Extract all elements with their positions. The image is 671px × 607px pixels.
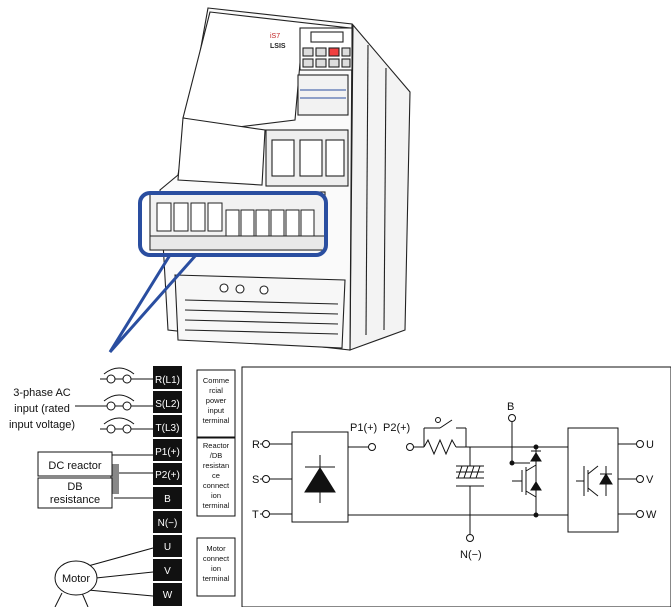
motor-label-4: terminal	[203, 574, 230, 583]
terminal-s: S(L2)	[155, 399, 179, 410]
schematic-r-label: R	[252, 439, 260, 451]
terminal-t: T(L3)	[156, 423, 180, 434]
reactor-label-3: resistan	[203, 461, 229, 470]
motor-wiring	[54, 547, 154, 607]
terminal-group-labels: Comme rcial power input terminal Reactor…	[196, 369, 236, 597]
terminal-p1: P1(+)	[155, 447, 180, 458]
motor-label-2: connect	[203, 554, 230, 563]
reactor-label-7: terminal	[203, 501, 230, 510]
terminal-w: W	[163, 590, 173, 601]
terminal-v: V	[164, 566, 171, 577]
schematic-b-label: B	[507, 401, 514, 413]
motor-label: Motor	[62, 573, 90, 585]
schematic-n-label: N(−)	[460, 549, 482, 561]
dc-reactor-box	[37, 451, 113, 477]
motor-label-1: Motor	[206, 544, 226, 553]
terminal-b: B	[164, 494, 171, 505]
terminal-n: N(−)	[158, 518, 178, 529]
commercial-label-5: terminal	[203, 416, 230, 425]
input-label-line3: input voltage)	[9, 419, 75, 431]
db-resistance-box	[37, 477, 113, 509]
drive-model-logo: iS7	[270, 33, 280, 40]
highlight-pointer	[108, 254, 198, 353]
terminal-screws	[149, 202, 326, 251]
schematic-s-label: S	[252, 474, 259, 486]
terminal-u: U	[164, 542, 171, 553]
schematic-w-label: W	[646, 509, 657, 521]
inverter-illustration	[149, 7, 411, 351]
motor-label-3: ion	[211, 564, 221, 573]
dc-reactor-wiring	[110, 454, 153, 499]
motor-symbol	[54, 560, 98, 596]
input-label-line1: 3-phase AC	[13, 387, 71, 399]
input-label-line2: input (rated	[14, 403, 70, 415]
input-wiring	[75, 367, 153, 434]
reactor-label-2: /DB	[210, 451, 223, 460]
schematic-u-label: U	[646, 439, 654, 451]
reactor-label-1: Reactor	[203, 441, 230, 450]
dc-reactor-label: DC reactor	[48, 460, 102, 472]
schematic-p1-label: P1(+)	[350, 422, 377, 434]
commercial-label-3: power	[206, 396, 227, 405]
commercial-label-1: Comme	[203, 376, 229, 385]
schematic-v-label: V	[646, 474, 654, 486]
schematic-p2-label: P2(+)	[383, 422, 410, 434]
schematic-t-label: T	[252, 509, 259, 521]
drive-brand-logo: LSIS	[270, 43, 286, 50]
terminal-highlight-box	[138, 191, 328, 257]
power-schematic	[260, 414, 644, 542]
reactor-label-4: ce	[212, 471, 220, 480]
terminal-strip: R(L1) S(L2) T(L3) P1(+) P2(+) B N(−) U V…	[153, 366, 182, 606]
commercial-label-2: rcial	[209, 386, 223, 395]
db-resistance-label-2: resistance	[50, 494, 100, 506]
terminal-r: R(L1)	[155, 375, 180, 386]
commercial-label-4: input	[208, 406, 225, 415]
reactor-label-6: ion	[211, 491, 221, 500]
terminal-p2: P2(+)	[155, 470, 180, 481]
reactor-label-5: connect	[203, 481, 230, 490]
db-resistance-label-1: DB	[67, 481, 82, 493]
